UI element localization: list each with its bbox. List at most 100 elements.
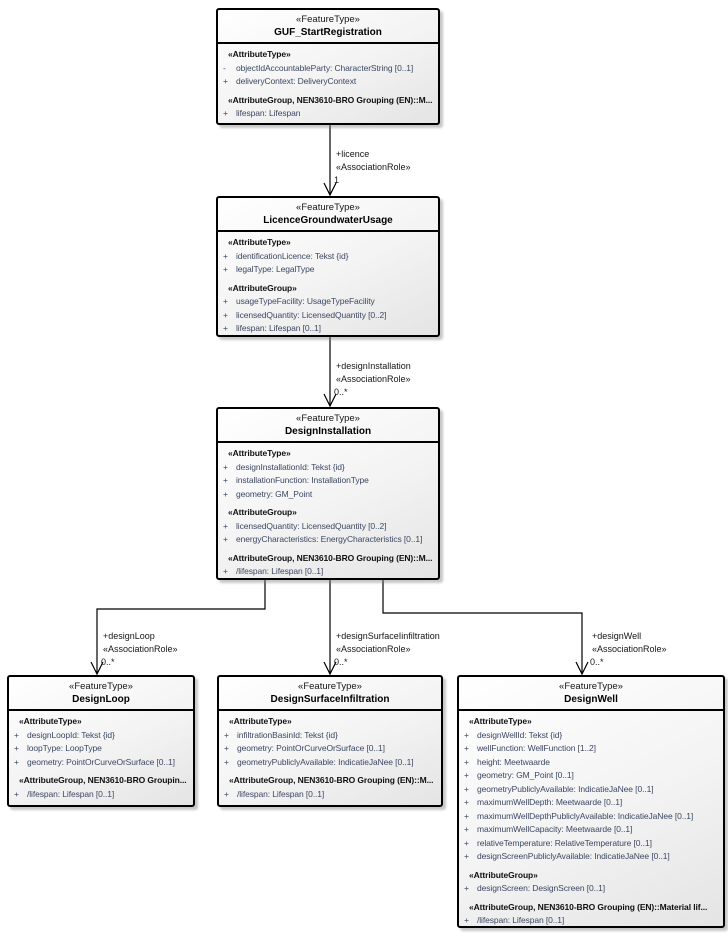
- class-name: DesignSurfaceInfiltration: [270, 694, 390, 705]
- attribute-text: relativeTemperature: RelativeTemperature…: [477, 837, 652, 848]
- attribute-row: +installationFunction: InstallationType: [218, 474, 436, 488]
- attribute-row: +identificationLicence: Tekst {id}: [218, 250, 436, 264]
- attribute-text: geometry: GM_Point: [236, 488, 313, 499]
- attribute-row: +/lifespan: Lifespan [0..1]: [218, 565, 436, 578]
- class-stereotype: «FeatureType»: [296, 413, 360, 424]
- visibility-sign: +: [464, 756, 469, 767]
- attribute-text: energyCharacteristics: EnergyCharacteris…: [236, 534, 423, 544]
- class-name: LicenceGroundwaterUsage: [263, 215, 393, 226]
- stereotype-label: «AssociationRole»: [592, 644, 667, 654]
- attribute-text: /lifespan: Lifespan [0..1]: [477, 915, 565, 925]
- attribute-row: + geometryPubliclyAvailable: IndicatieJaN…: [219, 756, 439, 770]
- stereotype-row: «AttributeGroup»: [228, 282, 297, 293]
- visibility-sign: +: [14, 788, 19, 799]
- class-header: «FeatureType» DesignSurfaceInfiltration: [219, 677, 441, 711]
- class-name: DesignLoop: [72, 694, 130, 705]
- open-arrowhead-icon: [575, 661, 589, 676]
- attribute-row: +licensedQuantity: LicensedQuantity [0..…: [218, 309, 436, 323]
- stereotype-row: «AttributeGroup, NEN3610-BRO Grouping (E…: [228, 552, 433, 563]
- stereotype-row: «AttributeGroup»: [469, 869, 538, 880]
- visibility-sign: +: [223, 534, 228, 544]
- visibility-sign: +: [464, 915, 469, 925]
- class-name: DesignInstallation: [284, 426, 372, 437]
- visibility-sign: +: [464, 824, 469, 834]
- visibility-sign: +: [223, 520, 228, 531]
- attribute-text: geometryPubliclyAvailable: IndicatieJaNe…: [237, 756, 414, 767]
- attribute-text: designLoopId: Tekst {id}: [27, 729, 115, 740]
- attribute-text: infiltrationBasinId: Tekst {id}: [237, 729, 338, 740]
- stereotype-row: «AttributeGroup, NEN3610-BRO Grouping (E…: [228, 94, 433, 105]
- attribute-row: -objectIdAccountableParty: CharacterStri…: [218, 62, 436, 76]
- attribute-row: + /lifespan: Lifespan [0..1]: [459, 914, 721, 926]
- multiplicity-label: 1: [334, 175, 340, 185]
- visibility-sign: +: [223, 488, 228, 499]
- connector-design-well: [382, 580, 583, 674]
- stereotype-label: «AssociationRole»: [336, 162, 411, 172]
- class-header: «FeatureType» LicenceGroundwaterUsage: [218, 198, 438, 232]
- attribute-row: +geometryPubliclyAvailable: IndicatieJaN…: [459, 783, 721, 797]
- class-stereotype: «FeatureType»: [298, 681, 362, 692]
- multiplicity-label: 0..*: [590, 657, 604, 667]
- stereotype-label: «AssociationRole»: [336, 374, 411, 384]
- attribute-row: + /lifespan: Lifespan [0..1]: [9, 788, 191, 802]
- visibility-sign: +: [224, 788, 229, 799]
- class-designloop[interactable]: «FeatureType» DesignLoop «AttributeType»…: [7, 675, 195, 807]
- visibility-sign: +: [14, 743, 19, 753]
- attribute-text: lifespan: Lifespan [0..1]: [236, 323, 321, 333]
- class-stereotype: «FeatureType»: [559, 681, 623, 692]
- stereotype-row: «AttributeGroup, NEN3610-BRO Grouping (E…: [229, 775, 434, 785]
- class-designsurfaceinfiltration[interactable]: «FeatureType» DesignSurfaceInfiltration …: [217, 675, 443, 807]
- class-header: «FeatureType» GUF_StartRegistration: [218, 10, 438, 44]
- stereotype-row: «AttributeType»: [229, 716, 292, 726]
- stereotype-label: «AssociationRole»: [336, 644, 411, 654]
- class-attribute-compartment: «AttributeType»+infiltrationBasinId: Tek…: [219, 711, 441, 803]
- visibility-sign: +: [464, 770, 469, 780]
- attribute-row: +usageTypeFacility: UsageTypeFacility: [218, 295, 436, 309]
- connector-design-loop: [96, 580, 266, 674]
- class-guf-startregistration[interactable]: «FeatureType» GUF_StartRegistration «Att…: [216, 8, 440, 125]
- attribute-row: + infiltrationBasinId: Tekst {id}: [219, 729, 439, 743]
- attribute-text: deliveryContext: DeliveryContext: [236, 76, 357, 86]
- class-attribute-compartment: «AttributeType» -objectIdAccountableParty…: [218, 44, 438, 123]
- visibility-sign: +: [223, 264, 228, 274]
- class-stereotype: «FeatureType»: [296, 14, 360, 25]
- role-name-label: +designWell: [592, 631, 642, 641]
- attribute-row: +maximumWellDepthPubliclyAvailable: Indi…: [459, 810, 721, 824]
- attribute-row: +legalType: LegalType: [218, 263, 436, 277]
- attribute-text: designScreen: DesignScreen [0..1]: [477, 883, 606, 893]
- stereotype-label: «AssociationRole»: [103, 644, 178, 654]
- visibility-sign: +: [14, 729, 19, 740]
- class-attribute-compartment: «AttributeType»+designLoopId: Tekst {id}…: [9, 711, 193, 803]
- multiplicity-label: 0..*: [334, 657, 348, 667]
- visibility-sign: +: [223, 76, 228, 86]
- attribute-text: licensedQuantity: LicensedQuantity [0..2…: [236, 309, 387, 320]
- visibility-sign: +: [464, 810, 469, 821]
- attribute-row: +wellFunction: WellFunction [1..2]: [459, 742, 721, 756]
- attribute-row: +licensedQuantity: LicensedQuantity [0..…: [218, 520, 436, 534]
- multiplicity-label: 0..*: [101, 657, 115, 667]
- attribute-text: designScreenPubliclyAvailable: Indicatie…: [477, 851, 670, 861]
- role-name-label: +licence: [336, 149, 370, 159]
- attribute-text: /lifespan: Lifespan [0..1]: [27, 788, 115, 799]
- attribute-row: + deliveryContext: DeliveryContext: [218, 75, 436, 89]
- visibility-sign: +: [224, 729, 229, 740]
- attribute-text: wellFunction: WellFunction [1..2]: [477, 743, 596, 753]
- stereotype-row: «AttributeType»: [228, 49, 291, 59]
- class-designwell[interactable]: «FeatureType» DesignWell «AttributeType»…: [457, 675, 725, 928]
- class-designinstallation[interactable]: «FeatureType» DesignInstallation «Attrib…: [216, 407, 440, 580]
- class-licencegroundwaterusage[interactable]: «FeatureType» LicenceGroundwaterUsage «A…: [216, 196, 440, 337]
- visibility-sign: +: [464, 729, 469, 740]
- role-name-label: +designLoop: [103, 631, 155, 641]
- visibility-sign: +: [224, 756, 229, 767]
- attribute-row: +relativeTemperature: RelativeTemperatur…: [459, 837, 721, 851]
- visibility-sign: +: [464, 883, 469, 893]
- visibility-sign: +: [223, 461, 228, 472]
- attribute-text: height: Meetwaarde: [477, 756, 550, 767]
- visibility-sign: +: [464, 851, 469, 861]
- attribute-text: geometry: GM_Point [0..1]: [477, 770, 574, 780]
- class-header: «FeatureType» DesignLoop: [9, 677, 193, 711]
- class-header: «FeatureType» DesignWell: [459, 677, 723, 711]
- attribute-row: + designScreen: DesignScreen [0..1]: [459, 882, 721, 896]
- attribute-text: usageTypeFacility: UsageTypeFacility: [236, 296, 375, 306]
